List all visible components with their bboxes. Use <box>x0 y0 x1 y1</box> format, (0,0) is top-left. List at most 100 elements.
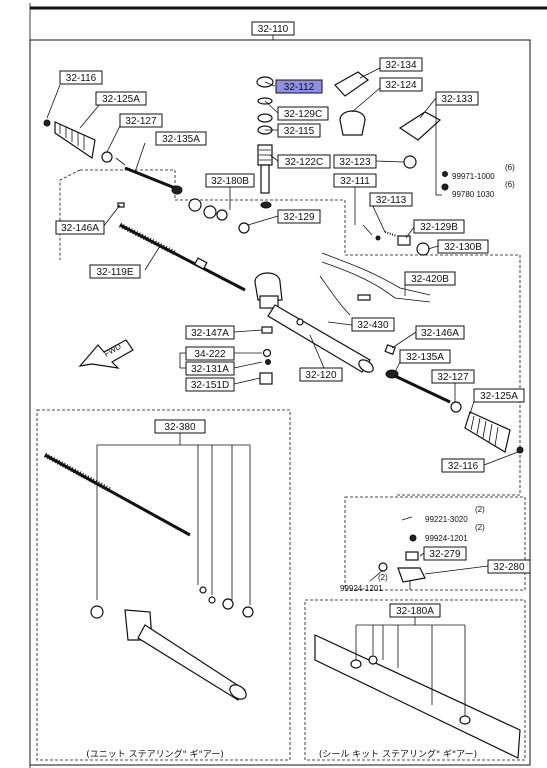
svg-text:32-116: 32-116 <box>66 73 97 84</box>
label-32-420B[interactable]: 32-420B <box>404 271 456 286</box>
label-32-280[interactable]: 32-280 <box>487 559 531 574</box>
label-32-135A-top[interactable]: 32-135A <box>155 131 207 146</box>
label-32-122C[interactable]: 32-122C <box>277 154 331 169</box>
seal-kit-frame <box>304 599 526 761</box>
svg-text:32-180A: 32-180A <box>396 606 434 617</box>
svg-text:32-147A: 32-147A <box>191 328 229 339</box>
svg-text:99924-1201: 99924-1201 <box>425 534 468 543</box>
svg-text:(2): (2) <box>475 523 485 532</box>
caption-unit-steering-gear: (ユニット ステアリング" ギ"アー) <box>86 748 223 760</box>
label-32-135A-bottom[interactable]: 32-135A <box>399 349 451 364</box>
svg-text:34-222: 34-222 <box>194 349 226 360</box>
leader-lines <box>46 67 519 582</box>
gear-housing <box>254 272 374 373</box>
svg-text:32-111: 32-111 <box>340 176 370 187</box>
svg-text:(6): (6) <box>505 180 515 189</box>
svg-text:32-146A: 32-146A <box>421 328 459 339</box>
svg-text:32-119E: 32-119E <box>96 267 133 278</box>
label-32-180B[interactable]: 32-180B <box>205 173 255 188</box>
svg-text:32-120: 32-120 <box>305 370 337 381</box>
svg-text:32-151D: 32-151D <box>191 380 229 391</box>
label-32-127-bottom[interactable]: 32-127 <box>431 369 475 384</box>
svg-text:32-420B: 32-420B <box>411 274 449 285</box>
svg-text:32-135A: 32-135A <box>406 352 444 363</box>
main-frame <box>29 39 531 766</box>
label-32-430[interactable]: 32-430 <box>351 317 395 332</box>
label-32-133[interactable]: 32-133 <box>435 91 479 106</box>
svg-text:99971-1000: 99971-1000 <box>452 172 495 181</box>
svg-text:32-130B: 32-130B <box>444 242 482 253</box>
caption-seal-kit: (シール キット ステアリング" ギ"アー) <box>319 748 477 760</box>
svg-text:32-129B: 32-129B <box>420 222 458 233</box>
label-32-110[interactable]: 32-110 <box>251 21 295 36</box>
label-32-115[interactable]: 32-115 <box>277 123 321 138</box>
label-32-131A[interactable]: 32-131A <box>185 361 235 376</box>
svg-text:(2): (2) <box>378 573 388 582</box>
label-32-129C[interactable]: 32-129C <box>277 106 329 121</box>
label-32-120[interactable]: 32-120 <box>299 367 343 382</box>
mount-clamps <box>334 71 449 191</box>
label-32-125A-top[interactable]: 32-125A <box>95 91 147 106</box>
part-note-99971: (6) 99971-1000 (6) 99780 1030 <box>452 163 515 199</box>
label-32-129[interactable]: 32-129 <box>277 209 321 224</box>
label-32-147A[interactable]: 32-147A <box>185 325 235 340</box>
svg-text:32-112: 32-112 <box>284 82 315 93</box>
svg-text:32-123: 32-123 <box>339 157 371 168</box>
valve-parts <box>362 224 430 256</box>
svg-text:32-131A: 32-131A <box>191 364 229 375</box>
label-32-130B[interactable]: 32-130B <box>437 239 489 254</box>
label-32-113[interactable]: 32-113 <box>369 192 413 207</box>
svg-text:32-430: 32-430 <box>357 320 389 331</box>
label-32-116-bottom[interactable]: 32-116 <box>441 458 485 473</box>
svg-text:32-116: 32-116 <box>448 461 479 472</box>
label-32-146A-right[interactable]: 32-146A <box>415 325 465 340</box>
tie-rod-end <box>378 516 426 590</box>
svg-text:99924-1201: 99924-1201 <box>340 584 383 593</box>
svg-text:32-380: 32-380 <box>164 422 196 433</box>
svg-text:32-127: 32-127 <box>437 372 469 383</box>
svg-text:32-127: 32-127 <box>125 116 157 127</box>
svg-text:32-110: 32-110 <box>258 24 289 35</box>
label-32-125A-bottom[interactable]: 32-125A <box>473 388 525 403</box>
label-32-151D[interactable]: 32-151D <box>185 377 235 392</box>
label-32-180A[interactable]: 32-180A <box>389 603 441 618</box>
svg-text:32-133: 32-133 <box>441 94 473 105</box>
svg-text:32-122C: 32-122C <box>285 157 323 168</box>
svg-text:(6): (6) <box>505 163 515 172</box>
svg-text:32-113: 32-113 <box>376 195 407 206</box>
svg-text:32-125A: 32-125A <box>102 94 140 105</box>
boot-left-top <box>43 119 126 166</box>
svg-text:32-115: 32-115 <box>284 126 315 137</box>
label-32-111[interactable]: 32-111 <box>333 173 377 188</box>
svg-text:99221-3020: 99221-3020 <box>425 515 468 524</box>
svg-text:32-135A: 32-135A <box>162 134 200 145</box>
tie-rod-upper <box>117 166 250 234</box>
label-34-222[interactable]: 34-222 <box>185 346 235 361</box>
label-32-116-top[interactable]: 32-116 <box>59 70 103 85</box>
label-32-119E[interactable]: 32-119E <box>89 264 141 279</box>
pinion-stack <box>256 76 274 209</box>
svg-text:32-134: 32-134 <box>385 60 417 71</box>
svg-text:32-279: 32-279 <box>429 549 461 560</box>
svg-text:32-125A: 32-125A <box>480 391 518 402</box>
label-32-112[interactable]: 32-112 <box>275 79 323 94</box>
svg-text:32-146A: 32-146A <box>61 223 99 234</box>
unit-steering-gear <box>43 432 254 701</box>
label-32-279[interactable]: 32-279 <box>423 546 467 561</box>
label-32-127-top[interactable]: 32-127 <box>119 113 163 128</box>
fwd-arrow: FWD <box>78 339 134 369</box>
label-32-134[interactable]: 32-134 <box>379 57 423 72</box>
svg-text:32-280: 32-280 <box>493 562 525 573</box>
label-32-146A-left[interactable]: 32-146A <box>55 220 105 235</box>
unit-frame <box>36 409 291 761</box>
rack <box>118 222 246 292</box>
label-32-129B[interactable]: 32-129B <box>413 219 465 234</box>
seal-kit-parts <box>314 624 521 759</box>
label-32-380[interactable]: 32-380 <box>154 419 206 434</box>
svg-text:(2): (2) <box>475 505 485 514</box>
label-32-123[interactable]: 32-123 <box>333 154 377 169</box>
label-32-124[interactable]: 32-124 <box>379 77 423 92</box>
svg-text:32-129C: 32-129C <box>284 109 322 120</box>
